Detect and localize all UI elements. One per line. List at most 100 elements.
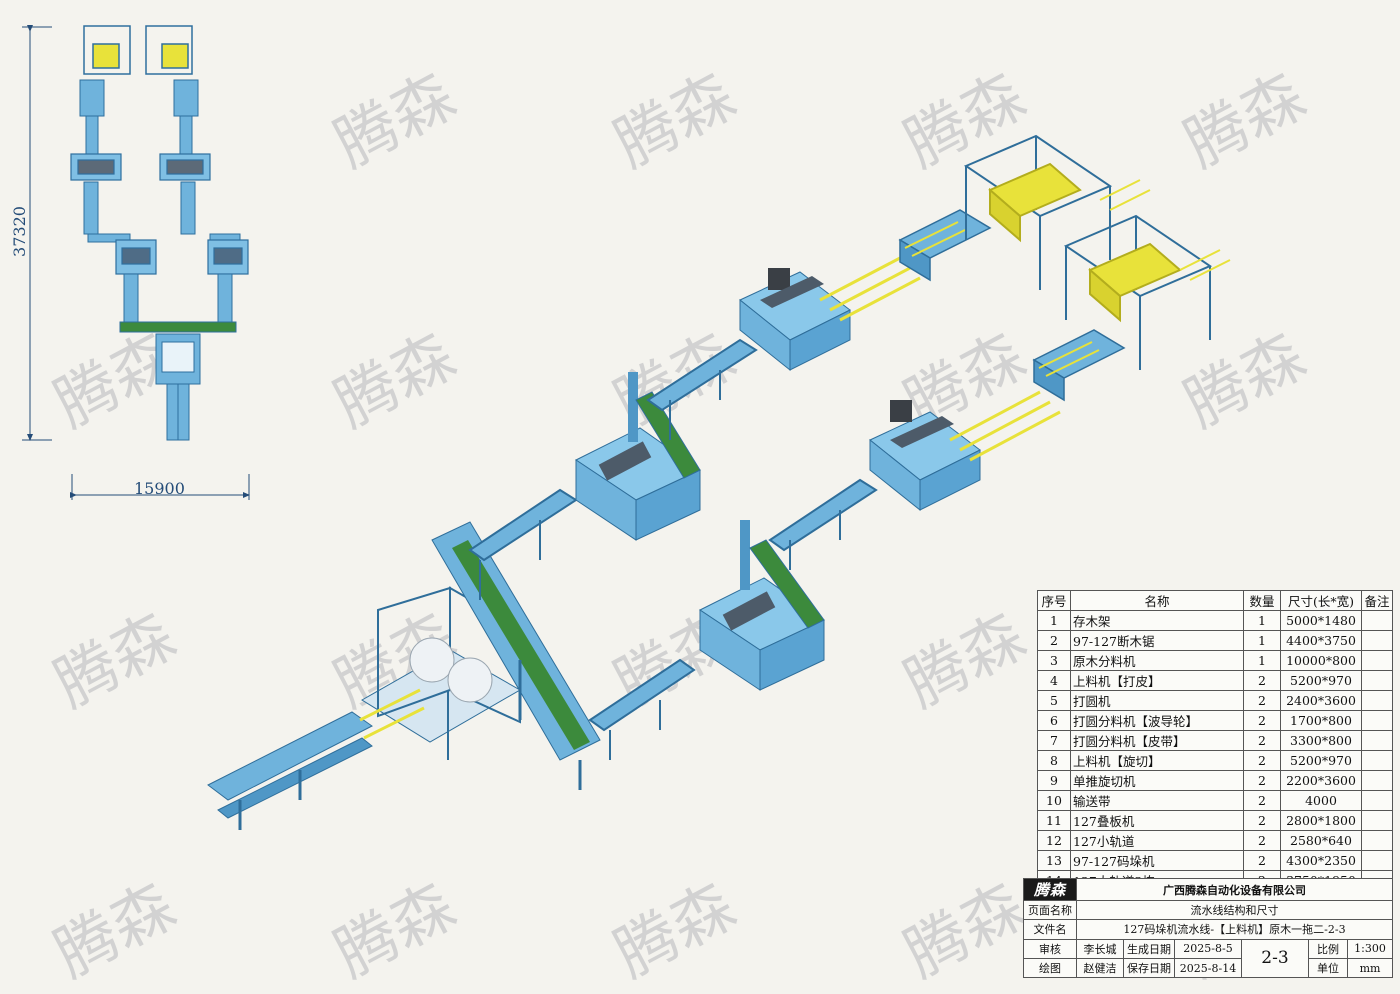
width-dimension: 15900 (134, 479, 185, 498)
bom-row-qty: 1 (1243, 650, 1281, 671)
bom-row-size: 2400*3600 (1280, 690, 1362, 711)
drafter: 赵健洁 (1076, 957, 1124, 979)
bom-row-size: 5200*970 (1280, 670, 1362, 691)
bom-row-no: 7 (1037, 730, 1071, 751)
bom-row-size: 2800*1800 (1280, 810, 1362, 831)
bom-row-qty: 2 (1243, 690, 1281, 711)
bom-row-name: 上料机【打皮】 (1070, 670, 1244, 691)
peeling-lathe-lower (869, 400, 981, 512)
bom-row-note (1361, 690, 1393, 711)
pallet-stacker-lower (1063, 214, 1213, 370)
crosscut-saw (359, 586, 522, 760)
plan-log-conveyor (119, 321, 237, 333)
peeling-lathe-upper (739, 268, 851, 372)
bom-header: 序号 名称 数量 尺寸(长*宽) 备注 (1037, 590, 1393, 611)
scale-label: 比例 (1308, 938, 1348, 959)
bom-row-note (1361, 710, 1393, 731)
bom-row-name: 127叠板机 (1070, 810, 1244, 831)
feeder-lower-branch (588, 658, 696, 760)
bom-row-name: 原木分料机 (1070, 650, 1244, 671)
file-name-label: 文件名 (1023, 919, 1077, 940)
file-name: 127码垛机流水线-【上料机】原木一拖二-2-3 (1076, 919, 1393, 940)
dimension-lines (22, 25, 250, 500)
bom-row-qty: 2 (1243, 830, 1281, 851)
plan-stacker-right (145, 25, 193, 75)
bom-row-size: 5200*970 (1280, 750, 1362, 771)
veneer-conveyor-upper (819, 256, 921, 322)
log-sorting-conveyor (431, 521, 601, 790)
scale-value: 1:300 (1347, 938, 1393, 959)
bom-row-note (1361, 850, 1393, 871)
bom-row-size: 10000*800 (1280, 650, 1362, 671)
plan-view (70, 25, 249, 441)
large-track (1099, 179, 1231, 281)
pallet-stacker-upper (963, 134, 1113, 290)
unit-label: 单位 (1308, 957, 1348, 979)
bom-row-note (1361, 810, 1393, 831)
bom-row-name: 打圆分料机【皮带】 (1070, 730, 1244, 751)
bom-row-size: 3300*800 (1280, 730, 1362, 751)
bom-row-size: 1700*800 (1280, 710, 1362, 731)
gen-date: 2025-8-5 (1174, 938, 1242, 959)
bom-row-no: 11 (1037, 810, 1071, 831)
bom-row-no: 10 (1037, 790, 1071, 811)
bom-row-note (1361, 750, 1393, 771)
bom-row-name: 打圆机 (1070, 690, 1244, 711)
bom-row-qty: 1 (1243, 610, 1281, 631)
sheet-number: 2-3 (1241, 938, 1309, 979)
log-storage-rack (207, 711, 373, 830)
plan-rounder-right (207, 239, 249, 275)
bom-row-note (1361, 790, 1393, 811)
bom-row-no: 2 (1037, 630, 1071, 651)
bom-row-name: 上料机【旋切】 (1070, 750, 1244, 771)
bom-row-note (1361, 670, 1393, 691)
isometric-line (207, 134, 1231, 830)
bom-row-name: 97-127断木锯 (1070, 630, 1244, 651)
rotary-feeder-lower (768, 478, 878, 570)
board-stacker-upper (898, 209, 992, 282)
bom-row-no: 9 (1037, 770, 1071, 791)
bom-row-qty: 2 (1243, 670, 1281, 691)
veneer-conveyor-lower (949, 390, 1061, 462)
bom-header-note: 备注 (1361, 590, 1393, 611)
bom-row-size: 4300*2350 (1280, 850, 1362, 871)
plan-lathe-right (159, 153, 211, 181)
plan-stacker-left (83, 25, 131, 75)
save-date-label: 保存日期 (1123, 957, 1175, 979)
bom-row-qty: 2 (1243, 790, 1281, 811)
review-label: 审核 (1023, 938, 1077, 959)
length-dimension: 37320 (9, 206, 29, 257)
bom-row-name: 单推旋切机 (1070, 770, 1244, 791)
board-stacker-lower (1032, 329, 1126, 402)
bom-row-note (1361, 630, 1393, 651)
bom-row-qty: 2 (1243, 770, 1281, 791)
bom-row-name: 127小轨道 (1070, 830, 1244, 851)
bom-row-note (1361, 830, 1393, 851)
rotary-feeder-upper (646, 338, 758, 440)
bom-row-no: 8 (1037, 750, 1071, 771)
bom-row-name: 存木架 (1070, 610, 1244, 631)
bom-row-no: 6 (1037, 710, 1071, 731)
bom-row-size: 4000 (1280, 790, 1362, 811)
company-name: 广西腾森自动化设备有限公司 (1076, 878, 1393, 901)
bom-row-note (1361, 770, 1393, 791)
bom-row-name: 97-127码垛机 (1070, 850, 1244, 871)
rounding-machine-lower (699, 520, 825, 691)
bom-row-no: 12 (1037, 830, 1071, 851)
bom-row-name: 打圆分料机【波导轮】 (1070, 710, 1244, 731)
bom-header-no: 序号 (1037, 590, 1071, 611)
bom-row-no: 5 (1037, 690, 1071, 711)
bom-row-qty: 2 (1243, 810, 1281, 831)
company-logo: 腾森 (1023, 878, 1077, 901)
bom-row-note (1361, 730, 1393, 751)
